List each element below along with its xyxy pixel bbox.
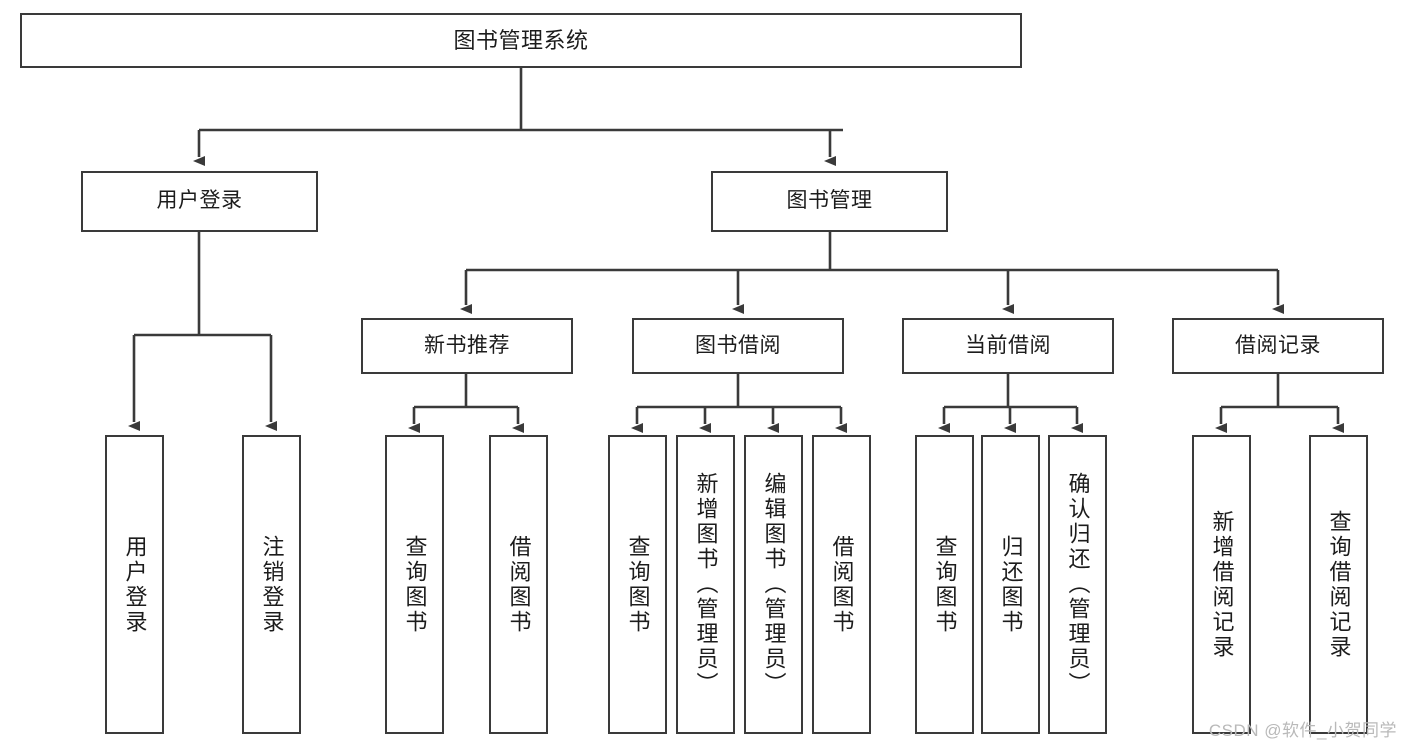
node-new-book-recommend-label: 新书推荐 <box>424 333 510 357</box>
node-borrow-record-label: 借阅记录 <box>1235 333 1321 357</box>
node-user-login[interactable]: 用户登录 <box>81 171 318 232</box>
leaf-borrow-add-book[interactable]: 新增图书（管理员） <box>676 435 735 734</box>
node-book-borrow[interactable]: 图书借阅 <box>632 318 844 374</box>
leaf-label: 用户登录 <box>122 534 148 635</box>
leaf-label: 确认归还（管理员） <box>1065 472 1091 697</box>
leaf-label: 借阅图书 <box>506 534 532 635</box>
leaf-label: 归还图书 <box>998 534 1024 635</box>
leaf-label: 查询图书 <box>932 534 958 635</box>
node-book-management-label: 图书管理 <box>786 189 873 213</box>
leaf-record-query-record[interactable]: 查询借阅记录 <box>1309 435 1368 734</box>
node-borrow-record[interactable]: 借阅记录 <box>1172 318 1384 374</box>
leaf-current-query-book[interactable]: 查询图书 <box>915 435 974 734</box>
leaf-label: 新增图书（管理员） <box>693 472 719 697</box>
node-new-book-recommend[interactable]: 新书推荐 <box>361 318 573 374</box>
leaf-borrow-borrow-book[interactable]: 借阅图书 <box>812 435 871 734</box>
leaf-label: 借阅图书 <box>829 534 855 635</box>
leaf-recommend-borrow-book[interactable]: 借阅图书 <box>489 435 548 734</box>
watermark: CSDN @软件_小贺同学 <box>1208 721 1397 740</box>
leaf-label: 新增借阅记录 <box>1209 509 1235 660</box>
leaf-record-add-record[interactable]: 新增借阅记录 <box>1192 435 1251 734</box>
leaf-label: 查询图书 <box>402 534 428 635</box>
leaf-user-login-login[interactable]: 用户登录 <box>105 435 164 734</box>
node-root[interactable]: 图书管理系统 <box>20 13 1022 68</box>
leaf-user-login-logout[interactable]: 注销登录 <box>242 435 301 734</box>
leaf-label: 查询借阅记录 <box>1326 509 1352 660</box>
leaf-borrow-edit-book[interactable]: 编辑图书（管理员） <box>744 435 803 734</box>
leaf-label: 注销登录 <box>259 534 285 635</box>
node-root-label: 图书管理系统 <box>453 27 589 53</box>
leaf-recommend-query-book[interactable]: 查询图书 <box>385 435 444 734</box>
node-current-borrow-label: 当前借阅 <box>965 333 1051 357</box>
leaf-borrow-query-book[interactable]: 查询图书 <box>608 435 667 734</box>
node-user-login-label: 用户登录 <box>156 189 243 213</box>
node-book-borrow-label: 图书借阅 <box>695 333 781 357</box>
leaf-label: 查询图书 <box>625 534 651 635</box>
node-book-management[interactable]: 图书管理 <box>711 171 948 232</box>
node-current-borrow[interactable]: 当前借阅 <box>902 318 1114 374</box>
leaf-current-confirm-return[interactable]: 确认归还（管理员） <box>1048 435 1107 734</box>
leaf-current-return-book[interactable]: 归还图书 <box>981 435 1040 734</box>
leaf-label: 编辑图书（管理员） <box>761 472 787 697</box>
